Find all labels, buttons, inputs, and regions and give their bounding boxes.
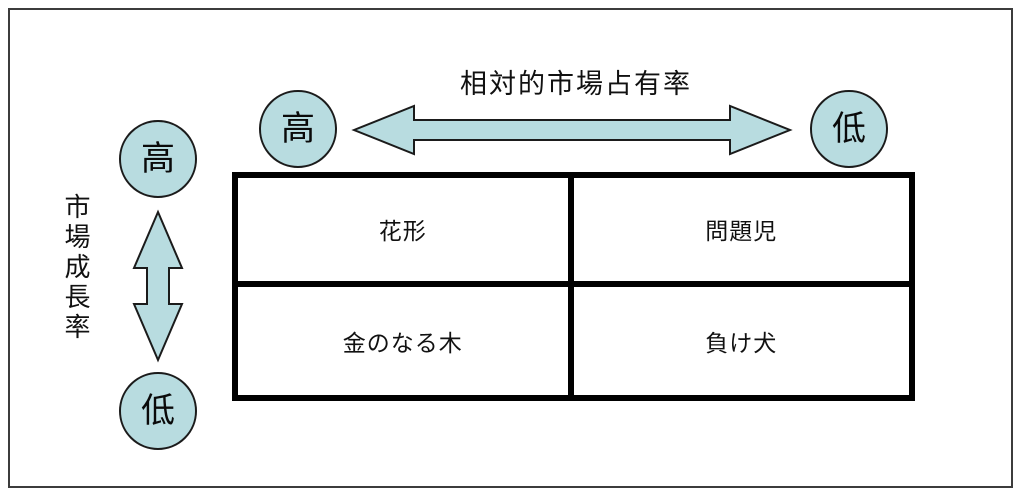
horizontal-double-arrow-icon [351,104,793,156]
y-axis-high-badge: 高 [119,120,197,198]
x-axis-low-badge: 低 [810,90,888,168]
matrix-cell-star[interactable]: 花形 [238,178,574,287]
matrix-cell-question-mark[interactable]: 問題児 [573,178,909,287]
vertical-double-arrow-icon [132,209,184,363]
matrix-cell-cash-cow[interactable]: 金のなる木 [238,286,574,395]
matrix-cell-dog[interactable]: 負け犬 [573,286,909,395]
bcg-matrix: 花形 問題児 金のなる木 負け犬 [232,172,915,401]
x-axis-high-badge: 高 [259,90,337,168]
y-axis-caption: 市場成長率 [60,193,90,343]
y-axis-low-badge: 低 [119,372,197,450]
x-axis-caption: 相対的市場占有率 [460,69,692,100]
